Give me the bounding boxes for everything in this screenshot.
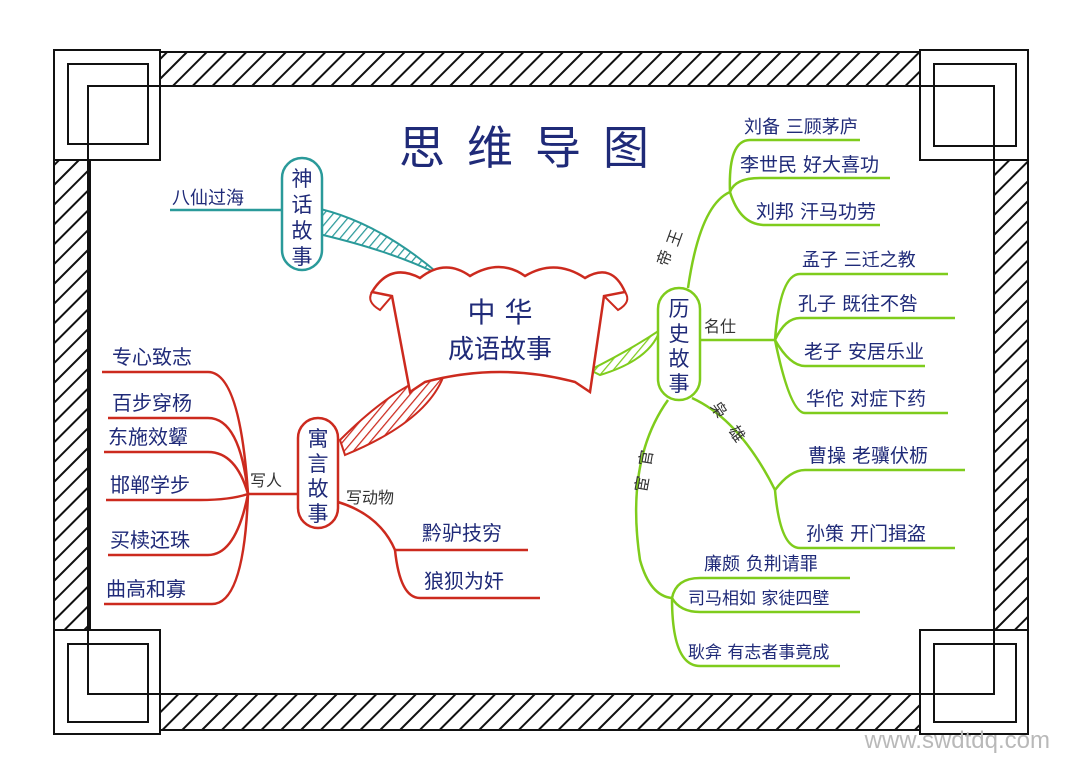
fable-people-line [108, 493, 250, 557]
history-sage-group-label: 名仕 [704, 317, 736, 336]
history-emperor-group-label: 王 [663, 227, 686, 249]
myth-label-char: 神 [292, 167, 313, 191]
corner-ornament-bottom-left [53, 629, 161, 735]
history-emperor-line [728, 191, 880, 227]
history-sage-idiom: 老子 安居乐业 [804, 341, 924, 363]
frame-inner-border [87, 85, 995, 695]
fable-people-line [104, 493, 250, 606]
history-hero-line [774, 468, 965, 491]
fable-label-char: 事 [308, 502, 329, 526]
history-branch: 历 史 故 事 帝 王 名仕 [631, 117, 965, 668]
history-label-char: 历 [669, 297, 690, 321]
history-connector [587, 327, 662, 377]
center-node: 中 华 成语故事 [369, 265, 629, 395]
frame-top-band [159, 51, 921, 87]
fable-people-idiom: 曲高和寡 [106, 577, 186, 601]
history-official-idiom: 耿弇 有志者事竟成 [688, 643, 829, 663]
fable-animal-line [337, 500, 528, 552]
corner-ornament-bottom-right [919, 629, 1029, 735]
myth-label-char: 故 [292, 219, 313, 243]
history-sage-line [773, 339, 948, 415]
decorative-frame [53, 49, 1029, 735]
fable-connector [338, 370, 447, 457]
myth-branch: 神 话 故 事 八仙过海 [170, 156, 324, 272]
history-hero-stem [691, 396, 777, 491]
fable-people-group-label: 写人 [250, 471, 282, 490]
history-emperor-idiom: 李世民 好大喜功 [740, 154, 879, 176]
fable-people-idiom: 百步穿杨 [112, 391, 192, 415]
fable-animal-group-label: 写动物 [346, 488, 394, 507]
fable-label-char: 言 [308, 452, 329, 476]
center-title-line2: 成语故事 [448, 335, 552, 365]
history-label-box [656, 286, 702, 402]
history-sage-idiom: 华佗 对症下药 [806, 388, 926, 410]
corner-ornament-top-left [53, 49, 161, 161]
fable-animal-idiom: 黔驴技穷 [422, 521, 502, 545]
watermark: www.swdtdq.com [864, 727, 1050, 754]
history-official-line [670, 597, 840, 668]
page-title: 思维导图 [399, 121, 671, 175]
history-label-char: 事 [669, 372, 690, 396]
history-emperor-line [728, 138, 860, 193]
center-scroll-curl-left [369, 291, 393, 312]
history-lines [634, 138, 965, 668]
fable-people-idiom: 专心致志 [112, 345, 192, 369]
history-hero-idiom: 孙策 开门揖盗 [806, 523, 926, 545]
fable-people-line [102, 370, 250, 495]
history-label-char: 故 [669, 347, 690, 371]
history-emperor-group-label: 帝 [653, 247, 676, 269]
history-official-group-label: 宦 [631, 475, 652, 494]
center-title-line1: 中 华 [468, 296, 533, 329]
history-official-idiom: 廉颇 负荆请罪 [704, 554, 818, 575]
fable-animal-idiom: 狼狈为奸 [424, 569, 504, 593]
history-sage-line [773, 272, 948, 341]
history-official-group-label: 官 [635, 449, 656, 468]
fable-animal-lines [337, 500, 540, 600]
history-official-line [670, 576, 850, 599]
history-official-stem [634, 399, 673, 600]
myth-label-char: 话 [292, 193, 313, 217]
frame-right-band [993, 159, 1029, 631]
history-official-idiom: 司马相如 家徒四壁 [688, 589, 829, 609]
history-hero-group-label: 枭 [706, 398, 731, 422]
center-scroll-shape [370, 265, 627, 395]
history-hero-line [773, 489, 955, 550]
history-sage-idiom: 孟子 三迁之教 [802, 250, 916, 271]
fable-branch: 寓 言 故 事 写人 专心致志 百步穿杨 东施效颦 邯郸学步 买椟还珠 曲高和寡… [102, 345, 540, 606]
fable-people-lines [102, 370, 298, 606]
history-sage-line [773, 339, 925, 368]
history-sage-idiom: 孔子 既往不咎 [798, 293, 918, 315]
fable-people-idiom: 邯郸学步 [110, 473, 190, 497]
corner-ornament-top-right [919, 49, 1029, 161]
history-emperor-idiom: 刘备 三顾茅庐 [744, 117, 858, 138]
fable-people-line [104, 450, 250, 495]
fable-label-char: 故 [308, 477, 329, 501]
history-emperor-line [728, 176, 890, 193]
history-hero-idiom: 曹操 老骥伏枥 [808, 445, 928, 467]
history-emperor-stem [686, 190, 731, 289]
myth-label-char: 事 [292, 245, 313, 269]
fable-people-idiom: 东施效颦 [108, 425, 188, 449]
fable-label-box [296, 416, 340, 530]
myth-label-box [280, 156, 324, 272]
history-sage-line [773, 316, 955, 341]
history-emperor-idiom: 刘邦 汗马功劳 [756, 201, 876, 223]
history-label-char: 史 [669, 322, 690, 346]
myth-leaf-text: 八仙过海 [172, 188, 244, 209]
center-scroll-curl-right [603, 291, 629, 312]
frame-left-band [53, 159, 91, 631]
fable-animal-line [393, 549, 540, 600]
fable-people-idiom: 买椟还珠 [110, 528, 190, 552]
fable-label-char: 寓 [308, 427, 329, 451]
frame-bottom-band [159, 693, 921, 731]
fable-people-line [106, 492, 249, 502]
history-official-line [670, 597, 860, 614]
fable-people-line [108, 416, 250, 495]
